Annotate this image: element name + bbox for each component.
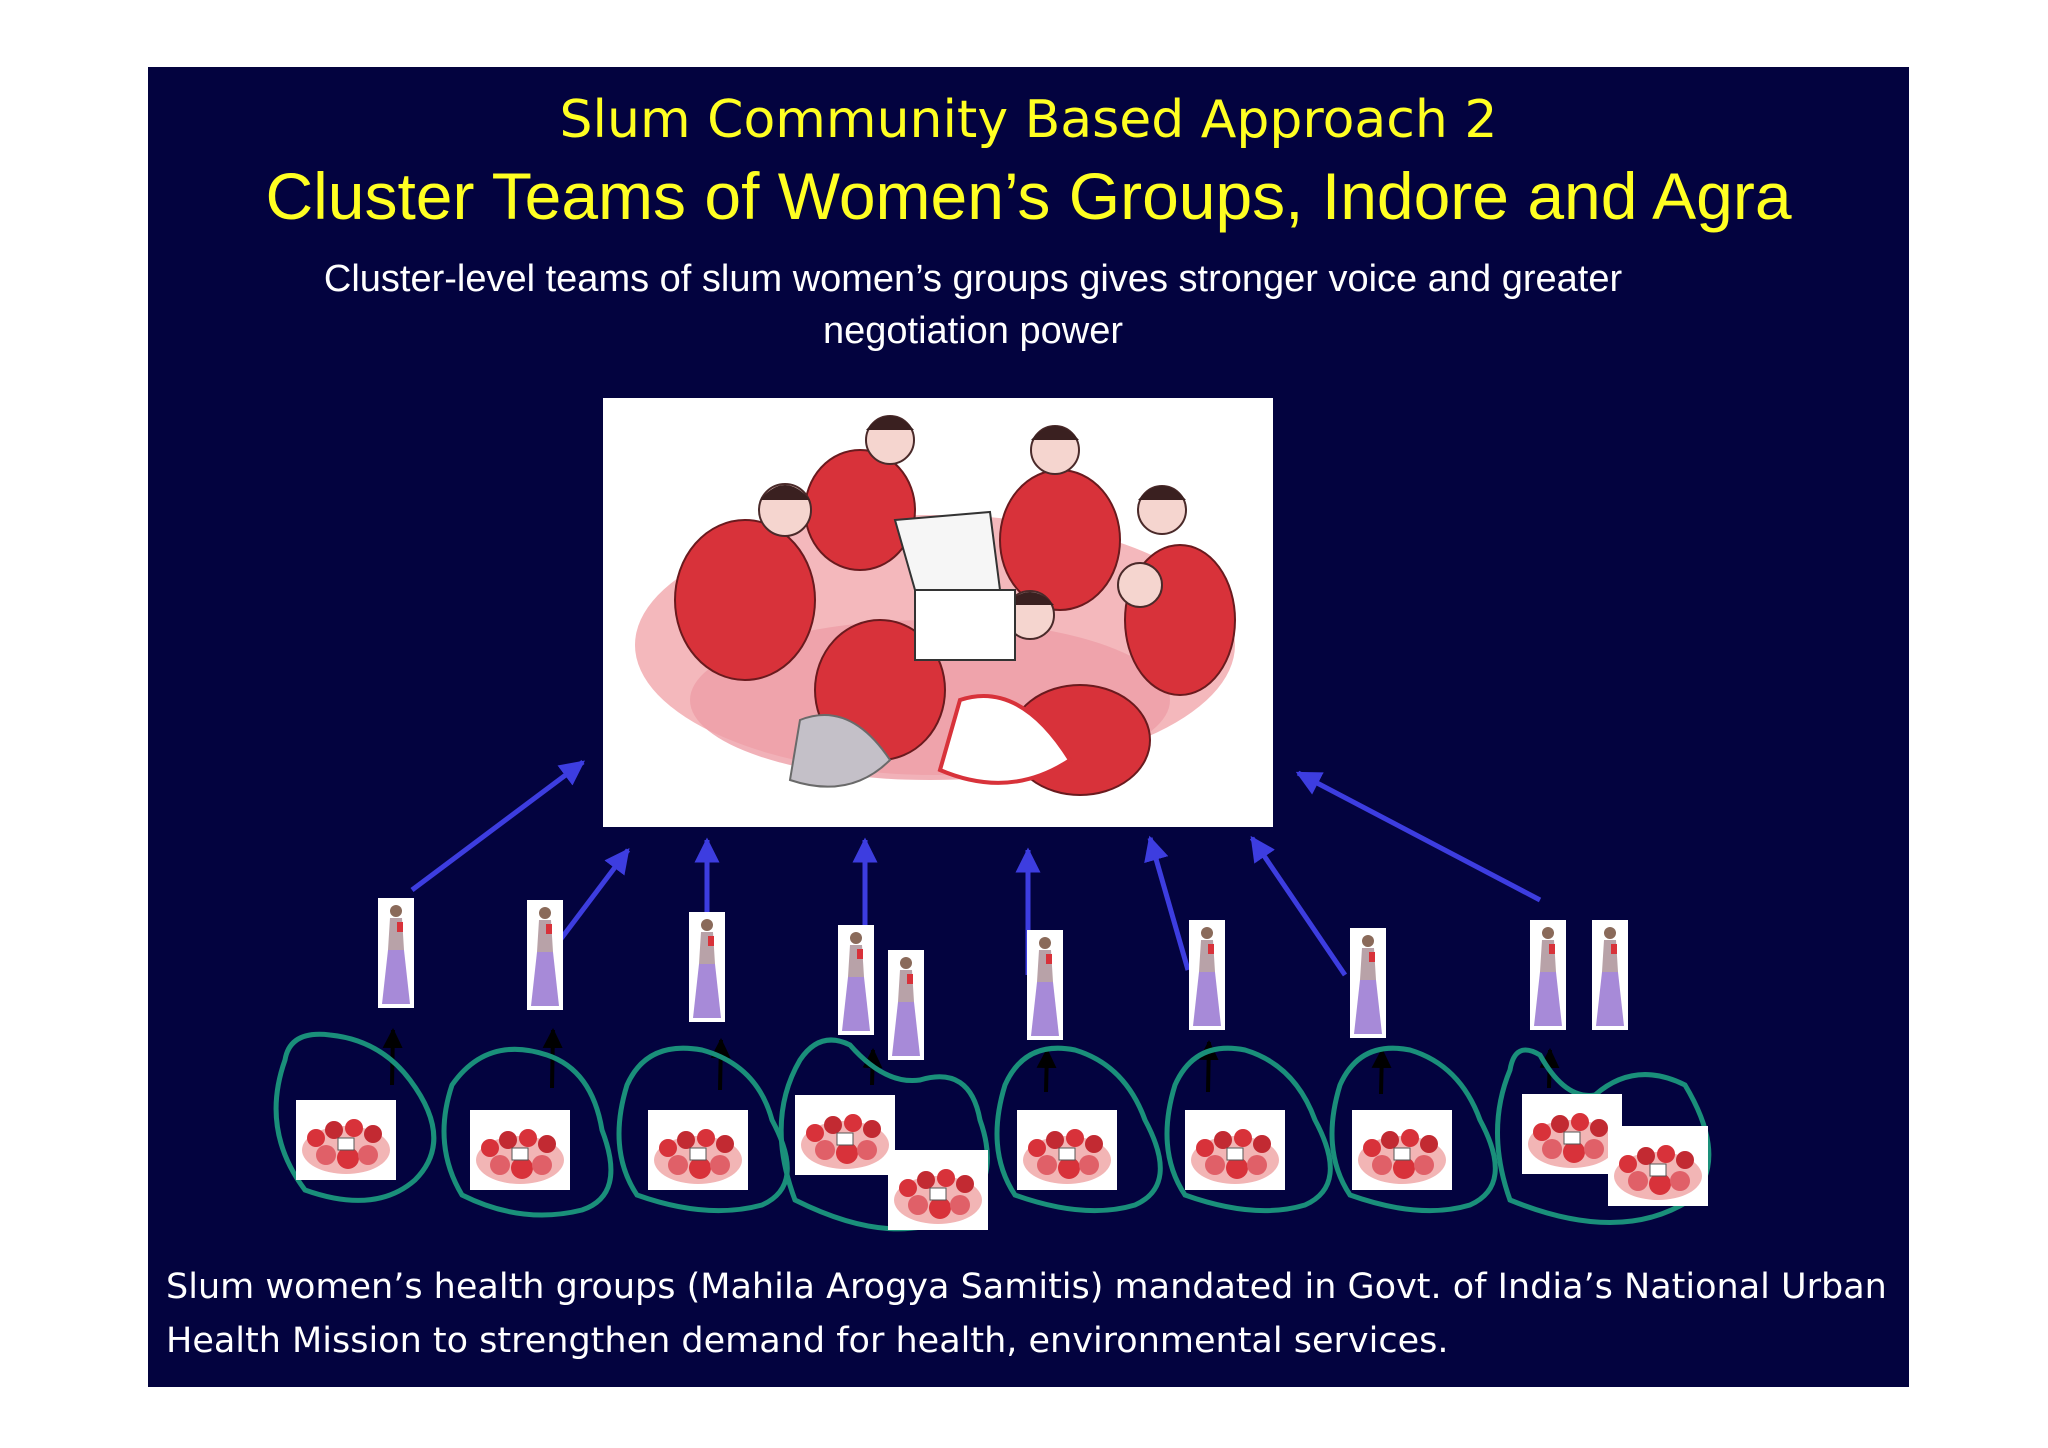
women-group-cluster-outlines: [273, 1031, 1712, 1232]
slide-subtitle: Cluster-level teams of slum women’s grou…: [323, 258, 1623, 353]
slide-title-line1: Slum Community Based Approach 2: [559, 90, 1498, 150]
group-representatives: [378, 898, 1628, 1060]
group-to-representative-arrows: [382, 1028, 1560, 1095]
women-group-illustration: [603, 398, 1273, 827]
slide-title-line2: Cluster Teams of Women’s Groups, Indore …: [265, 159, 1792, 233]
slide-footer: Slum women’s health groups (Mahila Arogy…: [166, 1267, 1887, 1362]
